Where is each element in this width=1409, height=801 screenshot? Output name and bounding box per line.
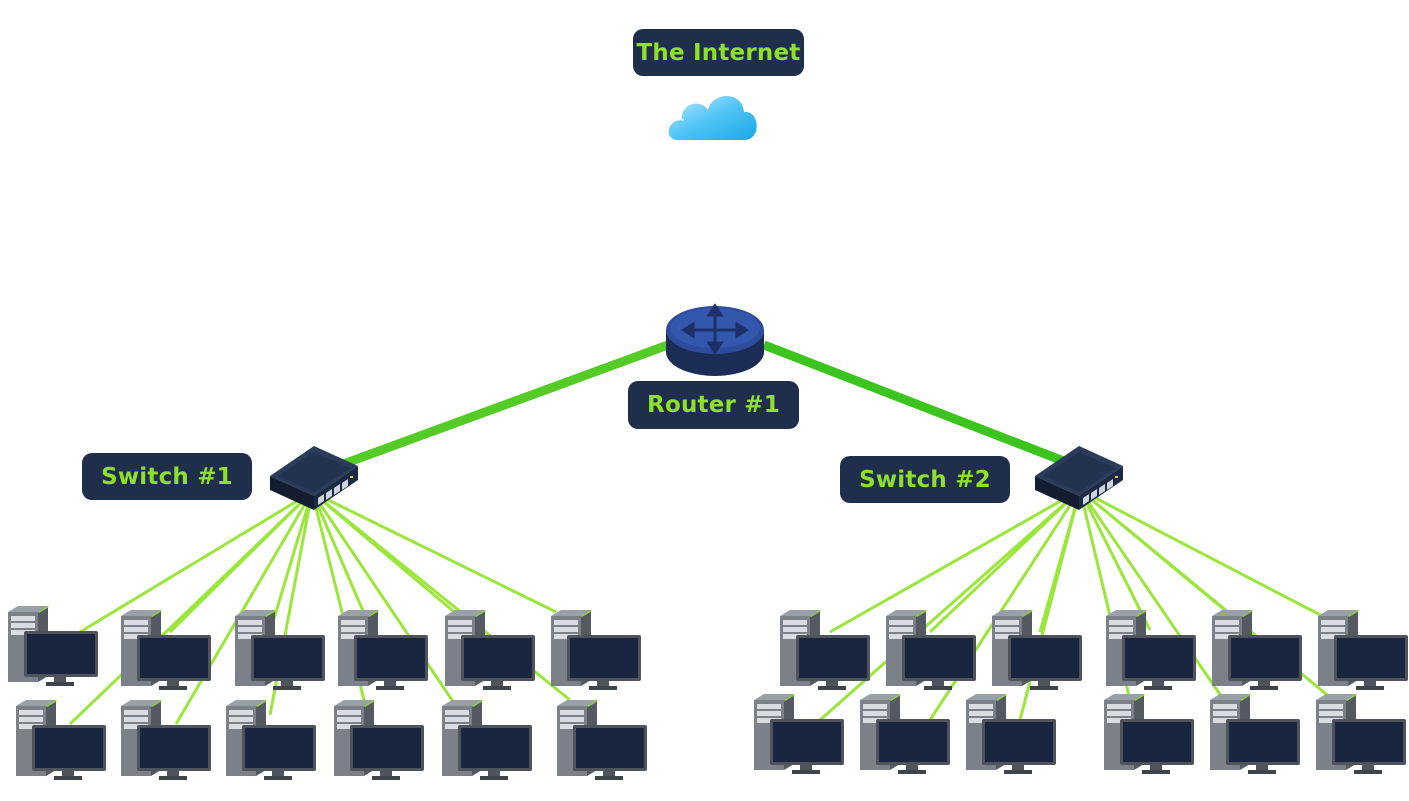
desktop-computer-icon — [121, 610, 211, 690]
link-router-switch1 — [336, 340, 670, 471]
switch2-label: Switch #2 — [840, 456, 1010, 503]
desktop-computer-icon — [338, 610, 428, 690]
desktop-computer-icon — [1104, 694, 1194, 774]
desktop-computer-icon — [551, 610, 641, 690]
switch2-access-links — [819, 488, 1339, 722]
desktop-computer-icon — [1318, 610, 1408, 690]
desktop-computer-icon — [334, 700, 424, 780]
desktop-computer-icon — [860, 694, 950, 774]
router-icon — [666, 303, 764, 376]
desktop-computer-icon — [1106, 610, 1196, 690]
desktop-computer-icon — [557, 700, 647, 780]
desktop-computer-icon — [235, 610, 325, 690]
desktop-computer-icon — [8, 606, 98, 686]
desktop-computer-icon — [966, 694, 1056, 774]
internet-label: The Internet — [633, 29, 804, 76]
cloud-icon — [664, 96, 757, 141]
desktop-computer-icon — [1210, 694, 1300, 774]
switch1-label: Switch #1 — [82, 453, 252, 500]
desktop-computer-icon — [445, 610, 535, 690]
desktop-computer-icon — [754, 694, 844, 774]
router-label: Router #1 — [628, 381, 799, 429]
desktop-computer-icon — [442, 700, 532, 780]
link-router-switch2 — [762, 340, 1068, 467]
desktop-computer-icon — [1212, 610, 1302, 690]
desktop-computer-icon — [121, 700, 211, 780]
desktop-computer-icon — [16, 700, 106, 780]
desktop-computer-icon — [1316, 694, 1406, 774]
desktop-computer-icon — [992, 610, 1082, 690]
network-switch-icon — [270, 446, 358, 510]
desktop-computer-icon — [780, 610, 870, 690]
